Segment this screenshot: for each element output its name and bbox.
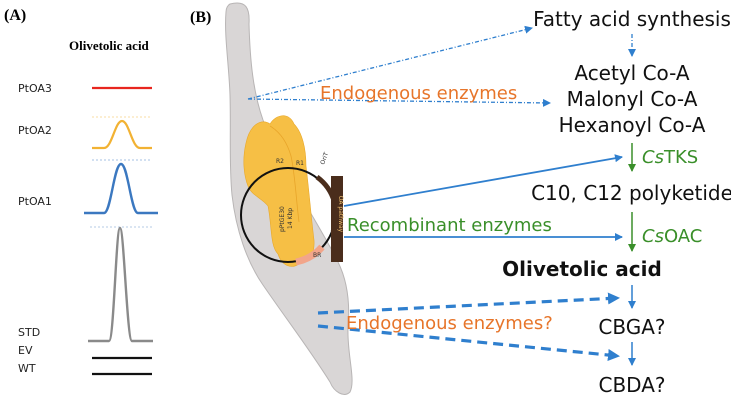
panel-a-label: (A)	[4, 7, 26, 24]
oa-pathway-cassette	[331, 176, 343, 262]
plasmid: pPtGE30 14 Kbp R2 R1 OriT BR OA pathway	[240, 151, 344, 266]
label-recombinant-enzymes: Recombinant enzymes	[347, 215, 552, 236]
enzyme-cstks-name: TKS	[663, 147, 698, 168]
enzyme-csoac-name: OAC	[664, 226, 702, 247]
label-endogenous-enzymes-q: Endogenous enzymes?	[346, 313, 553, 334]
trace-ptoa2	[92, 119, 152, 150]
track-label-ev: EV	[18, 344, 33, 357]
pathway-cbga: CBGA?	[598, 315, 665, 339]
trace-ptoa1	[84, 162, 158, 215]
trace-std	[88, 226, 153, 343]
label-endogenous-enzymes: Endogenous enzymes	[320, 83, 517, 104]
plasmid-mark-r1: R1	[296, 160, 304, 167]
arrow-to-cbga	[317, 292, 620, 315]
plasmid-mark-br: BR	[313, 252, 321, 259]
arrow-cell-to-fatty-acid	[247, 25, 533, 100]
track-label-ptoa1: PtOA1	[18, 195, 52, 208]
track-label-wt: WT	[18, 362, 36, 375]
panel-a: (A) Olivetolic acid PtOA3 PtOA2 PtOA1 ST…	[4, 7, 158, 376]
track-label-ptoa2: PtOA2	[18, 124, 52, 137]
plasmid-name: pPtGE30	[279, 206, 286, 232]
panel-b-label: (B)	[190, 9, 211, 26]
plasmid-marker-arc	[295, 244, 325, 266]
plasmid-mark-r2: R2	[276, 158, 284, 165]
pathway-hexanoyl-coa: Hexanoyl Co-A	[559, 113, 706, 137]
pathway-olivetolic-acid: Olivetolic acid	[502, 257, 662, 281]
pathway-cbda: CBDA?	[598, 373, 665, 397]
track-label-ptoa3: PtOA3	[18, 82, 52, 95]
enzyme-cstks: CsTKS	[642, 147, 698, 168]
arrow-to-cbda	[317, 324, 620, 361]
arrow-cassette-to-tks	[343, 154, 623, 207]
enzyme-cstks-species: Cs	[642, 147, 664, 168]
oa-pathway-cassette-label: OA pathway	[337, 196, 344, 233]
enzyme-csoac-species: Cs	[642, 226, 664, 247]
enzyme-csoac: CsOAC	[642, 226, 702, 247]
panel-a-title: Olivetolic acid	[69, 38, 150, 53]
plasmid-size: 14 Kbp	[287, 208, 294, 229]
track-label-std: STD	[18, 326, 40, 339]
pathway-malonyl-coa: Malonyl Co-A	[567, 87, 698, 111]
panel-b: (B) pPtGE30 14 Kbp R2 R1 OriT BR OA path…	[190, 2, 731, 397]
pathway-acetyl-coa: Acetyl Co-A	[574, 61, 690, 85]
plasmid-mark-orit: OriT	[319, 151, 330, 165]
chloroplast-detail	[269, 125, 300, 223]
pathway-fatty-acid-synthesis: Fatty acid synthesis	[533, 7, 731, 31]
pathway-polyketide: C10, C12 polyketide	[531, 181, 731, 205]
